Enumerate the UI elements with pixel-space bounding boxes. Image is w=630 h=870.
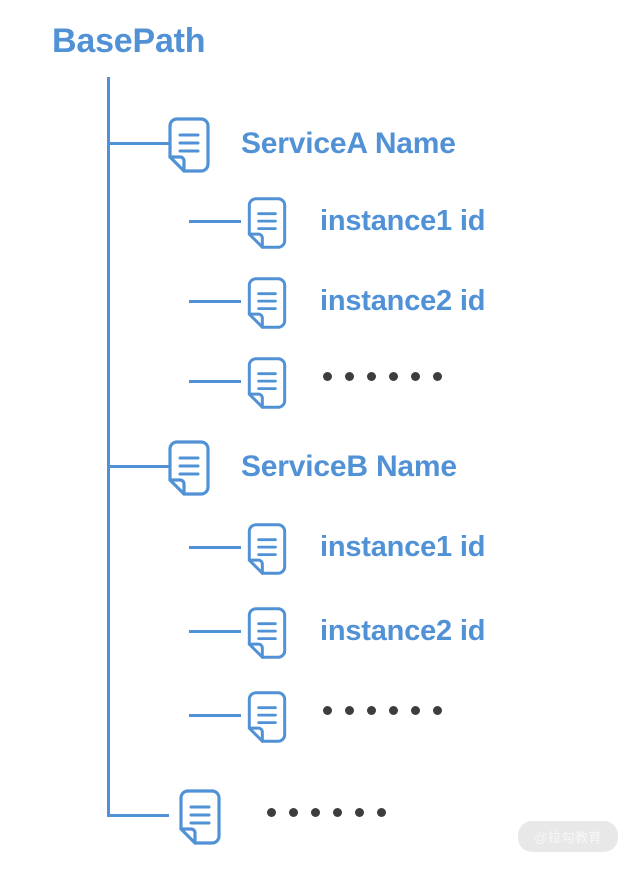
dot (389, 372, 398, 381)
document-icon (247, 691, 287, 743)
tree-trunk-line (107, 77, 110, 817)
dot (377, 808, 386, 817)
dot (411, 372, 420, 381)
node-label-service-a: ServiceA Name (241, 127, 456, 160)
document-icon (247, 607, 287, 659)
document-icon (168, 117, 210, 173)
branch-connector-service-a-instance-2 (189, 300, 241, 303)
dot (311, 808, 320, 817)
root-node-label: BasePath (52, 22, 206, 60)
watermark-badge: @拉勾教育 (518, 821, 618, 852)
dot (367, 706, 376, 715)
branch-connector-service-more (107, 814, 169, 817)
document-icon (247, 523, 287, 575)
node-label-service-b-instance-1: instance1 id (320, 531, 486, 563)
node-label-service-a-instance-2: instance2 id (320, 285, 486, 317)
dot (411, 706, 420, 715)
dot (433, 372, 442, 381)
dot (367, 372, 376, 381)
branch-connector-service-b-instance-2 (189, 630, 241, 633)
branch-connector-service-a-instance-1 (189, 220, 241, 223)
branch-connector-service-b (107, 465, 169, 468)
dot (323, 706, 332, 715)
ellipsis-dots-service-b-more (323, 706, 442, 715)
document-icon (247, 197, 287, 249)
document-icon (168, 440, 210, 496)
dot (355, 808, 364, 817)
document-icon (247, 277, 287, 329)
branch-connector-service-b-instance-1 (189, 546, 241, 549)
dot (333, 808, 342, 817)
dot (389, 706, 398, 715)
dot (267, 808, 276, 817)
ellipsis-dots-service-a-more (323, 372, 442, 381)
dot (345, 706, 354, 715)
dot (345, 372, 354, 381)
dot (323, 372, 332, 381)
branch-connector-service-b-more (189, 714, 241, 717)
ellipsis-dots-service-more (267, 808, 386, 817)
node-label-service-b: ServiceB Name (241, 450, 457, 483)
branch-connector-service-a-more (189, 380, 241, 383)
document-icon (247, 357, 287, 409)
dot (433, 706, 442, 715)
branch-connector-service-a (107, 142, 169, 145)
dot (289, 808, 298, 817)
node-label-service-b-instance-2: instance2 id (320, 615, 486, 647)
document-icon (179, 789, 221, 845)
node-label-service-a-instance-1: instance1 id (320, 205, 486, 237)
